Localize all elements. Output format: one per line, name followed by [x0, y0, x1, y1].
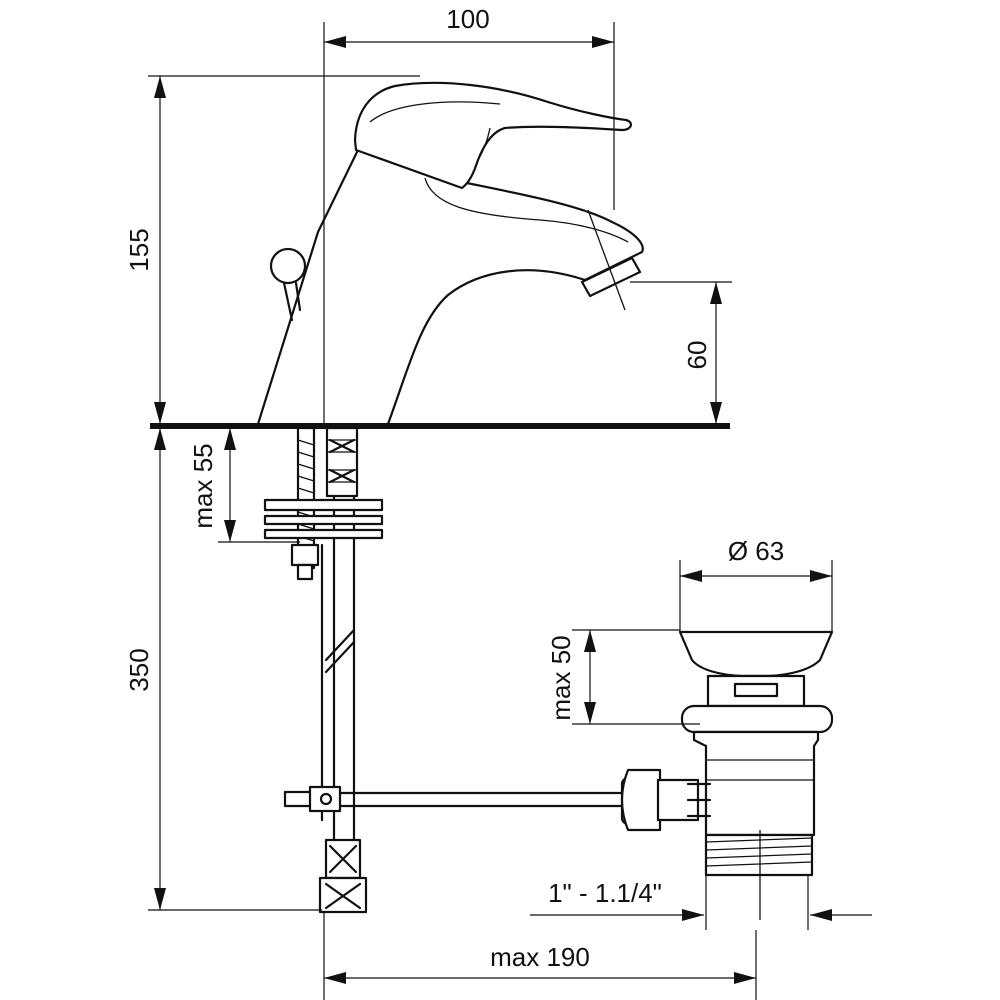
mounting-plates: [263, 498, 384, 540]
label-height-total: 155: [124, 228, 154, 271]
label-max-thickness: max 55: [188, 443, 218, 528]
label-thread: 1" - 1.1/4": [548, 878, 662, 908]
dimension-spout-height: [630, 281, 732, 424]
mounting-stud: [290, 426, 320, 581]
label-spout-height: 60: [682, 341, 712, 370]
dimension-max-reach: [323, 912, 757, 1000]
supply-hose: [318, 426, 368, 914]
waste-drain: [620, 630, 834, 920]
popup-rod-knob: [269, 247, 307, 322]
dimension-max-thickness: [218, 428, 300, 543]
label-diameter: Ø 63: [728, 536, 784, 566]
dimension-top-width: [323, 22, 615, 424]
label-max-reach: max 190: [490, 942, 590, 972]
label-top-width: 100: [446, 4, 489, 34]
aerator-tip: [580, 256, 642, 298]
dimension-height-total: [148, 75, 420, 424]
lever-handle: [353, 81, 632, 190]
dimension-max-lift: [572, 629, 700, 725]
dimension-diameter: [679, 560, 833, 632]
spout-axis-line: [587, 209, 626, 311]
label-pipe-length: 350: [124, 648, 154, 691]
faucet-body: [256, 148, 644, 426]
dimension-pipe-length: [148, 428, 322, 911]
dimension-thread: [530, 875, 872, 930]
popup-rod: [283, 785, 630, 813]
label-max-lift: max 50: [546, 635, 576, 720]
